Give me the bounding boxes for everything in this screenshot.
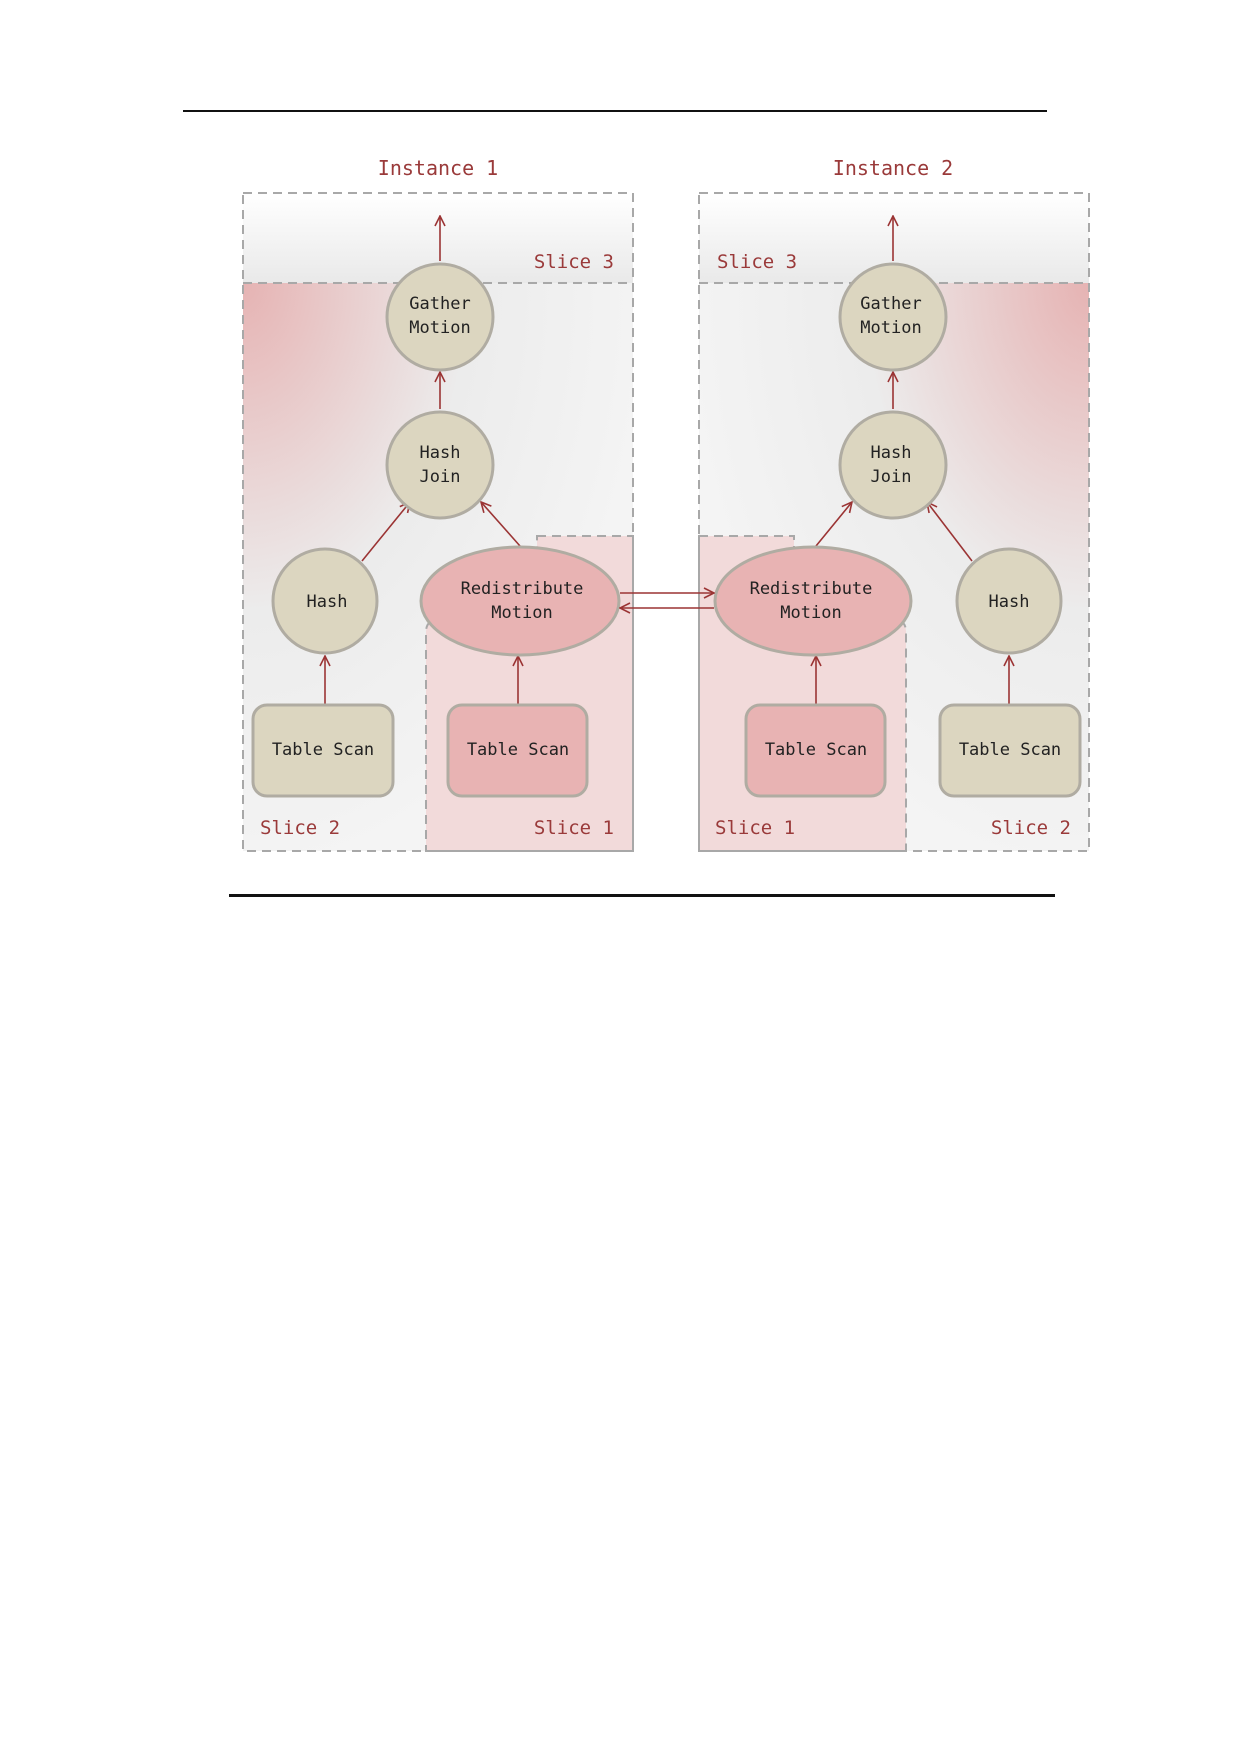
instance-2-table-scan-slice2-label: Table Scan bbox=[959, 740, 1061, 760]
instance-2-slice1-label: Slice 1 bbox=[715, 817, 795, 839]
instance-2-redistribute-line2: Motion bbox=[780, 603, 841, 623]
instance-1-hash-to-join-arrow bbox=[361, 502, 410, 562]
instance-2-redistribute-motion-node: Redistribute Motion bbox=[713, 545, 913, 657]
instance-2-table-scan-slice1-node: Table Scan bbox=[744, 703, 887, 798]
instance-2-gather-line1: Gather bbox=[860, 294, 921, 314]
instance-2-hash-to-join-arrow bbox=[927, 502, 973, 562]
instance-1-gather-line1: Gather bbox=[409, 294, 470, 314]
instance-1-title: Instance 1 bbox=[378, 156, 498, 180]
instance-1-redistribute-to-join-arrow bbox=[481, 502, 521, 547]
instance-2-hash-join-node: Hash Join bbox=[838, 410, 948, 520]
instance-2-gather-line2: Motion bbox=[860, 318, 921, 338]
instance-2: Instance 2 Slice 3 Slice 2 Slice 1 Gathe… bbox=[698, 156, 1090, 852]
instance-1-slice1-label: Slice 1 bbox=[534, 817, 614, 839]
instance-1-table-scan-slice2-node: Table Scan bbox=[251, 703, 395, 798]
instance-1-redistribute-motion-node: Redistribute Motion bbox=[419, 545, 621, 657]
instance-1-hash-node: Hash bbox=[271, 547, 379, 655]
instance-1-slice3-label: Slice 3 bbox=[534, 251, 614, 273]
instance-1-hash-join-line1: Hash bbox=[420, 443, 461, 463]
instance-2-table-scan-slice1-label: Table Scan bbox=[765, 740, 867, 760]
instance-1-hash-join-node: Hash Join bbox=[385, 410, 495, 520]
instance-1-table-scan-slice1-node: Table Scan bbox=[446, 703, 589, 798]
instance-1-frame bbox=[242, 192, 634, 852]
instance-2-redistribute-to-join-arrow bbox=[815, 502, 852, 547]
instance-1-slice2-label: Slice 2 bbox=[260, 817, 340, 839]
instance-2-gather-motion-node: Gather Motion bbox=[838, 262, 948, 372]
instance-1-redistribute-line1: Redistribute bbox=[461, 579, 584, 599]
instance-2-title: Instance 2 bbox=[833, 156, 953, 180]
instance-2-hash-join-line2: Join bbox=[871, 467, 912, 487]
instance-1-hash-label: Hash bbox=[307, 592, 348, 612]
instance-2-hash-join-line1: Hash bbox=[871, 443, 912, 463]
instance-1-gather-line2: Motion bbox=[409, 318, 470, 338]
instance-2-slice3-label: Slice 3 bbox=[717, 251, 797, 273]
instance-2-hash-node: Hash bbox=[955, 547, 1063, 655]
bottom-rule bbox=[229, 894, 1055, 897]
instance-1-redistribute-line2: Motion bbox=[491, 603, 552, 623]
instance-1-gather-motion-node: Gather Motion bbox=[385, 262, 495, 372]
instance-2-redistribute-line1: Redistribute bbox=[750, 579, 873, 599]
instance-1-table-scan-slice1-label: Table Scan bbox=[467, 740, 569, 760]
instance-2-frame bbox=[698, 192, 1090, 852]
instance-1-hash-join-line2: Join bbox=[420, 467, 461, 487]
instance-2-table-scan-slice2-node: Table Scan bbox=[938, 703, 1082, 798]
top-rule bbox=[183, 110, 1047, 112]
instance-1-table-scan-slice2-label: Table Scan bbox=[272, 740, 374, 760]
instance-2-hash-label: Hash bbox=[989, 592, 1030, 612]
instance-1: Instance 1 Slice 3 Slice 2 Slice 1 Gathe… bbox=[242, 156, 634, 852]
instance-2-slice2-label: Slice 2 bbox=[991, 817, 1071, 839]
